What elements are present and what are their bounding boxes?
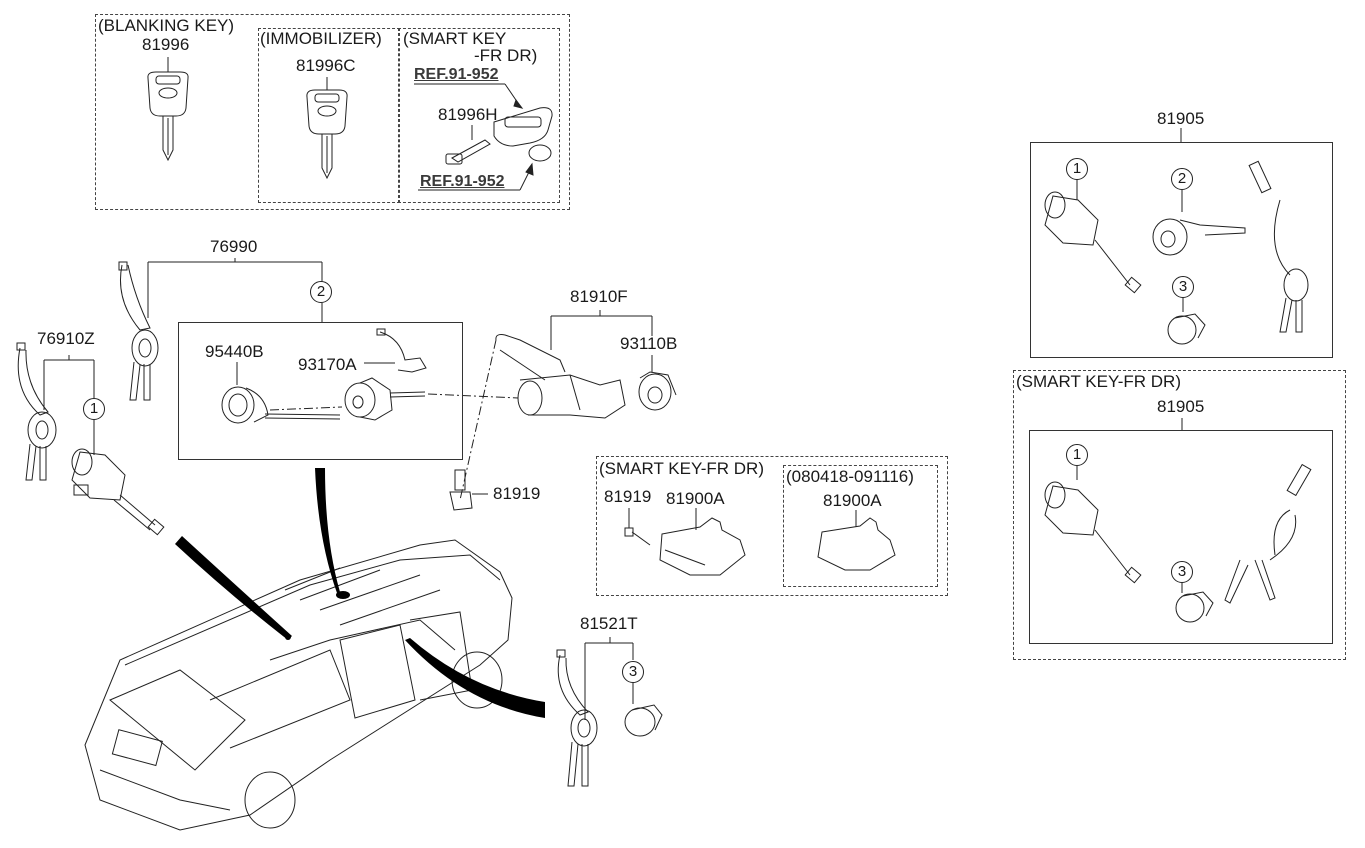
smart-key-module-date-group: [783, 465, 938, 587]
part-label-81905[interactable]: 81905: [1157, 109, 1205, 128]
kit-81905-smart-cap-drawing[interactable]: [1175, 591, 1214, 623]
ignition-switch-93170a-drawing[interactable]: [344, 328, 427, 421]
kit-callout-3[interactable]: 3: [1172, 276, 1194, 298]
part-label-95440b[interactable]: 95440B: [205, 342, 264, 361]
kit-81905-cap-drawing[interactable]: [1167, 313, 1206, 345]
key-options-group: [95, 14, 570, 210]
smart-key-module-81900a-drawing[interactable]: [659, 508, 746, 576]
smart-key-drawing[interactable]: [414, 83, 553, 191]
kit-smart-title: (SMART KEY-FR DR): [1016, 372, 1181, 391]
part-label-81900a-dated[interactable]: 81900A: [823, 491, 882, 510]
smart-key-bolt-drawing[interactable]: [624, 508, 651, 546]
smart-key-module-dated-drawing[interactable]: [817, 510, 896, 571]
immobilizer-group: [258, 28, 400, 203]
part-label-76910z[interactable]: 76910Z: [37, 329, 95, 348]
ignition-lock-box: [178, 322, 463, 460]
cap-81521t-drawing[interactable]: [624, 704, 663, 737]
part-label-81521t[interactable]: 81521T: [580, 614, 638, 633]
kit-81905-smart-keys-drawing[interactable]: [1224, 463, 1312, 604]
kit-81905-box: [1030, 142, 1333, 358]
immobilizer-key-drawing[interactable]: [306, 77, 348, 180]
part-label-81996[interactable]: 81996: [142, 35, 190, 54]
part-label-81996h[interactable]: 81996H: [438, 105, 498, 124]
part-label-76990[interactable]: 76990: [210, 237, 258, 256]
door-lock-cylinder-drawing[interactable]: [71, 448, 165, 536]
part-label-81996c[interactable]: 81996C: [296, 56, 356, 75]
callout-1[interactable]: 1: [83, 398, 105, 420]
callout-3[interactable]: 3: [622, 661, 644, 683]
kit-81905-door-cylinder-drawing[interactable]: [1044, 191, 1142, 294]
kit-81905-ignition-cylinder-drawing[interactable]: [1152, 218, 1246, 256]
smart-key-module-title: (SMART KEY-FR DR): [599, 459, 764, 478]
smart-key-title-line1: (SMART KEY: [403, 29, 507, 48]
part-label-81919[interactable]: 81919: [493, 484, 541, 503]
kit-81905-smart-group: [1013, 370, 1346, 660]
cylinder-cover-93110b-drawing[interactable]: [638, 371, 677, 411]
location-pointers: [175, 468, 545, 718]
kit-81905-key-set-drawing[interactable]: [1248, 160, 1309, 333]
shear-bolt-81919-drawing[interactable]: [449, 469, 488, 511]
kit-callout-2[interactable]: 2: [1171, 168, 1193, 190]
key-set-76910z-drawing[interactable]: [16, 342, 57, 481]
blanking-key-drawing[interactable]: [147, 57, 189, 162]
date-range-title: (080418-091116): [786, 467, 914, 486]
kit-callout-1[interactable]: 1: [1066, 158, 1088, 180]
key-set-81521t-drawing[interactable]: [556, 649, 598, 787]
key-set-76990-drawing[interactable]: [118, 261, 159, 401]
steering-lock-body-81910f-drawing[interactable]: [459, 334, 626, 501]
vehicle-drawing: [84, 539, 513, 831]
kit-smart-callout-1[interactable]: 1: [1066, 444, 1088, 466]
ignition-lock-housing-95440b-drawing[interactable]: [221, 362, 343, 424]
kit-81905-smart-door-cylinder-drawing[interactable]: [1044, 481, 1142, 584]
smart-key-group: [398, 28, 560, 203]
blanking-key-title: (BLANKING KEY): [98, 16, 235, 35]
smart-key-module-group: [596, 456, 948, 596]
callout-2[interactable]: 2: [310, 281, 332, 303]
part-label-81919-smart[interactable]: 81919: [604, 487, 652, 506]
kit-smart-callout-3[interactable]: 3: [1171, 561, 1193, 583]
part-label-81910f[interactable]: 81910F: [570, 287, 628, 306]
part-label-81905-smart[interactable]: 81905: [1157, 397, 1205, 416]
immobilizer-title: (IMMOBILIZER): [260, 29, 382, 48]
ref-link-91-952-bottom[interactable]: REF.91-952: [420, 173, 505, 190]
kit-81905-smart-box: [1029, 430, 1333, 644]
part-label-81900a[interactable]: 81900A: [666, 489, 725, 508]
ref-link-91-952-top[interactable]: REF.91-952: [414, 66, 499, 83]
part-label-93110b[interactable]: 93110B: [620, 334, 678, 353]
part-label-93170a[interactable]: 93170A: [298, 355, 357, 374]
smart-key-title-line2: -FR DR): [474, 46, 538, 65]
